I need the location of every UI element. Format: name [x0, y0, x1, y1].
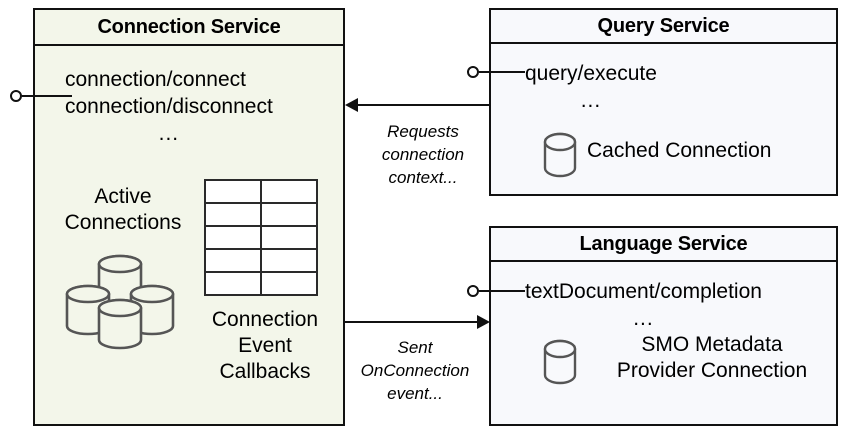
query-service-component[interactable]: Query Service query/execute ... Cached C…	[489, 8, 838, 196]
language-service-ellipsis: ...	[633, 307, 654, 330]
query-service-lollipop-interface-icon[interactable]	[467, 62, 525, 82]
operation-textdocument-completion: textDocument/completion	[525, 280, 762, 303]
table-cell	[204, 225, 262, 250]
connection-service-title: Connection Service	[35, 10, 343, 46]
table-grid-icon	[204, 179, 318, 296]
table-cell	[204, 248, 262, 273]
operation-connection-connect: connection/connect	[65, 68, 246, 91]
connection-service-lollipop-interface-icon[interactable]	[10, 86, 72, 106]
cached-connection-label: Cached Connection	[587, 139, 772, 162]
table-row	[204, 248, 318, 273]
table-row	[204, 271, 318, 296]
lollipop-stem	[22, 95, 72, 97]
smo-metadata-cylinder-icon	[541, 338, 579, 391]
query-cached-connection-cylinder-icon	[541, 131, 579, 184]
smo-metadata-provider-connection-label: SMO Metadata Provider Connection	[616, 333, 808, 382]
language-service-operations: textDocument/completion ...	[525, 278, 762, 332]
table-cell	[260, 225, 318, 250]
database-cylinder-stack-icon	[53, 247, 183, 357]
connection-event-callbacks-label: Connection Event Callbacks	[211, 308, 319, 383]
lollipop-interface-icon	[467, 66, 479, 78]
operation-connection-disconnect: connection/disconnect	[65, 95, 273, 118]
query-service-operations: query/execute ...	[525, 60, 657, 114]
table-cell	[260, 271, 318, 296]
arrow-connection-to-language-label: Sent OnConnection event...	[360, 338, 470, 403]
table-row	[204, 202, 318, 227]
lollipop-stem	[479, 290, 525, 292]
arrow-query-to-connection-line	[357, 104, 489, 106]
query-service-ellipsis: ...	[580, 89, 602, 112]
query-service-title: Query Service	[491, 10, 836, 44]
arrow-query-to-connection-head	[345, 98, 358, 112]
connection-service-operations: connection/connect connection/disconnect…	[65, 66, 273, 147]
table-cell	[260, 248, 318, 273]
active-connections-label: Active Connections	[64, 185, 182, 234]
operation-query-execute: query/execute	[525, 62, 657, 85]
lollipop-interface-icon	[10, 90, 22, 102]
table-cell	[204, 202, 262, 227]
table-cell	[204, 179, 262, 204]
table-row	[204, 179, 318, 204]
language-service-component[interactable]: Language Service textDocument/completion…	[489, 226, 838, 426]
connection-service-ellipsis: ...	[158, 122, 180, 145]
connection-service-component[interactable]: Connection Service connection/connect co…	[33, 8, 345, 426]
language-service-title: Language Service	[491, 228, 836, 262]
table-cell	[260, 179, 318, 204]
table-row	[204, 225, 318, 250]
lollipop-stem	[479, 71, 525, 73]
language-service-lollipop-interface-icon[interactable]	[467, 281, 525, 301]
table-cell	[260, 202, 318, 227]
arrow-connection-to-language-head	[477, 315, 490, 329]
lollipop-interface-icon	[467, 285, 479, 297]
table-cell	[204, 271, 262, 296]
arrow-connection-to-language-line	[345, 321, 477, 323]
arrow-query-to-connection-label: Requests connection context...	[381, 122, 465, 187]
